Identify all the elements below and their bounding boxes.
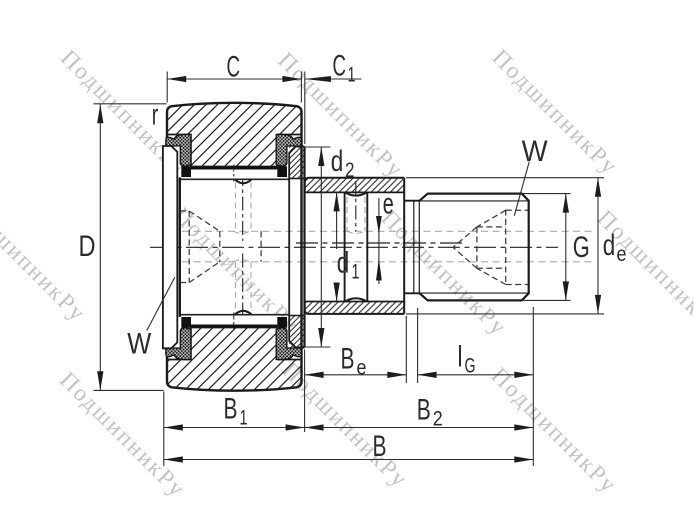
svg-text:2: 2 xyxy=(345,159,355,182)
svg-text:d: d xyxy=(331,145,344,178)
svg-text:ПодшипникРу: ПодшипникРу xyxy=(487,45,623,181)
svg-text:ПодшипникРу: ПодшипникРу xyxy=(376,205,512,341)
svg-text:G: G xyxy=(573,231,590,264)
svg-text:1: 1 xyxy=(352,261,360,284)
svg-text:B: B xyxy=(417,394,431,427)
svg-text:B: B xyxy=(224,393,238,426)
svg-text:B: B xyxy=(341,343,355,376)
svg-text:d: d xyxy=(603,229,616,262)
svg-text:G: G xyxy=(465,355,476,378)
svg-text:e: e xyxy=(617,243,627,266)
svg-text:W: W xyxy=(522,135,549,168)
svg-text:1: 1 xyxy=(348,64,356,87)
svg-text:W: W xyxy=(127,328,152,361)
svg-text:ПодшипникРу: ПодшипникРу xyxy=(486,363,622,499)
svg-text:D: D xyxy=(79,230,96,263)
svg-text:l: l xyxy=(458,341,463,374)
svg-text:r: r xyxy=(152,99,159,132)
svg-text:ПодшипникРу: ПодшипникРу xyxy=(592,205,694,341)
svg-text:C: C xyxy=(227,51,241,84)
svg-text:d: d xyxy=(337,247,350,280)
svg-text:e: e xyxy=(383,188,394,221)
svg-text:2: 2 xyxy=(433,408,443,431)
svg-text:1: 1 xyxy=(240,407,248,430)
svg-text:e: e xyxy=(357,357,367,380)
svg-text:ПодшипникРу: ПодшипникРу xyxy=(0,191,91,327)
svg-text:C: C xyxy=(333,50,347,83)
svg-text:B: B xyxy=(373,430,387,463)
